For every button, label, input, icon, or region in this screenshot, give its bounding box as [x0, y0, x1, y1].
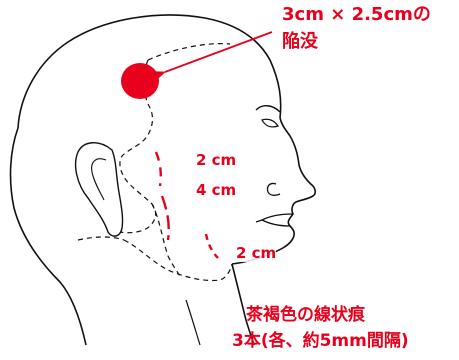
- nostril-outline: [266, 182, 281, 196]
- depression-type-label: 陥没: [282, 31, 318, 52]
- depression-size-label: 3cm × 2.5cmの: [282, 4, 431, 25]
- neck-front-outline: [231, 263, 255, 346]
- hairline-dashed: [119, 43, 231, 234]
- eye-outline: [261, 118, 279, 128]
- ear-outline: [74, 142, 124, 237]
- scar-middle-measurement: 4 cm: [196, 181, 237, 199]
- scar-line-lower: [204, 233, 219, 259]
- face-profile-outline: [231, 117, 317, 265]
- neck-back-outline: [9, 127, 87, 346]
- head-outline: [17, 14, 282, 129]
- scar-upper-measurement: 2 cm: [196, 151, 237, 169]
- brow-outline: [255, 105, 281, 113]
- scar-count-label: 3本(各、約5mm間隔): [232, 331, 409, 351]
- scar-line-middle: [160, 195, 170, 241]
- annotation-arrow: [155, 31, 273, 79]
- sideburn-dashed: [151, 203, 181, 277]
- jawline-dashed: [77, 236, 233, 282]
- depression-mark: [121, 63, 159, 99]
- scar-line-upper: [154, 151, 162, 187]
- scar-lower-measurement: 2 cm: [236, 244, 277, 262]
- ear-inner-outline: [91, 158, 107, 201]
- scar-description-label: 茶褐色の線状痕: [246, 305, 365, 325]
- lip-outline: [255, 213, 293, 227]
- throat-line: [185, 299, 201, 346]
